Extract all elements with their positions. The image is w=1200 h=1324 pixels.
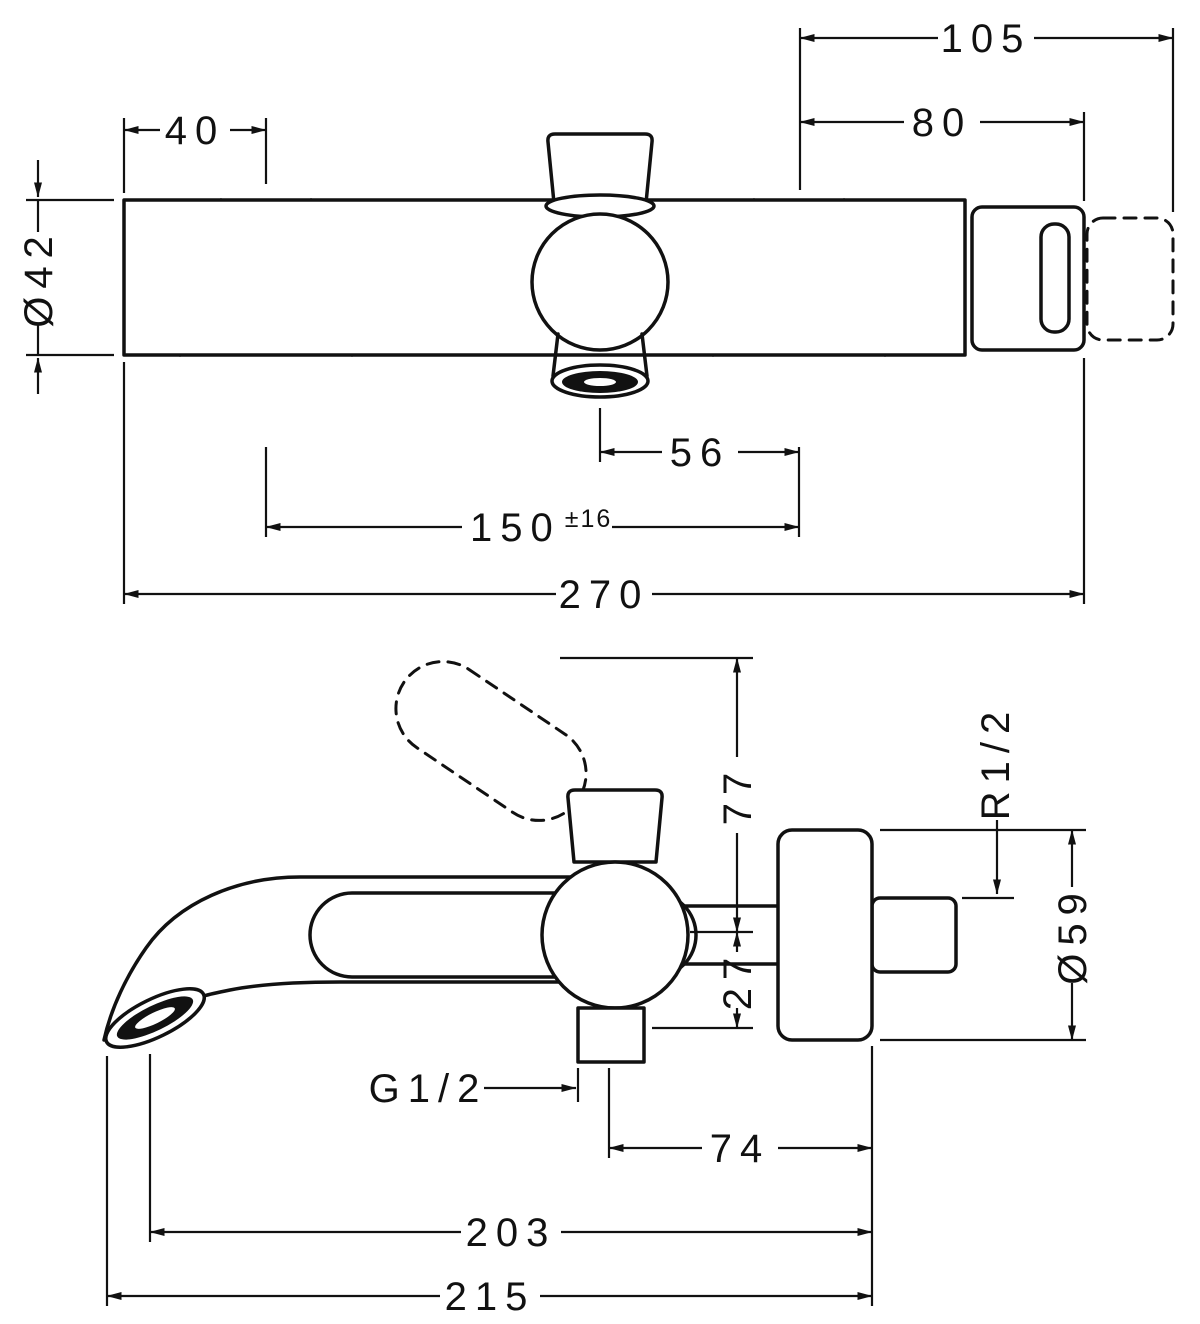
top-view-drawing [122,132,1175,399]
lever-handle [566,788,664,864]
spout-outlet [550,363,650,399]
dim-40-label: 40 [165,109,226,153]
dim-dia59: Ø59 [880,828,1095,1042]
top-view-dimensions: 105 80 40 Ø42 [17,17,1175,617]
dim-27: 27 [652,931,760,1030]
spout-cylinder [551,332,649,378]
dim-27-label: 27 [716,950,760,1011]
outlet-slot [135,1007,175,1029]
dim-g12-label: G1/2 [369,1067,488,1111]
spout-outer-curve [102,875,638,1042]
dim-150: 150±16 [264,447,800,550]
bottom-view-dimensions: 77 27 R1/2 Ø59 G1/2 [105,656,1095,1319]
dim-74: 74 [607,1046,874,1306]
dim-g12: G1/2 [369,1067,580,1111]
dim-270-label: 270 [559,573,650,617]
dim-56: 56 [598,408,801,537]
dim-40: 40 [122,109,268,193]
wall-pipe [682,904,780,966]
dim-77-label: 77 [716,765,760,826]
dim-r12-label: R1/2 [974,704,1018,821]
dim-r12: R1/2 [962,704,1018,900]
dim-270: 270 [122,358,1086,617]
dim-105: 105 [798,17,1175,212]
spout-outlet-side [104,987,206,1049]
dim-dia42-label: Ø42 [17,228,61,328]
bottom-port [576,1006,646,1064]
dim-150-label: 150±16 [470,505,612,550]
spout-inner-curve [202,980,562,998]
dim-80: 80 [799,101,1086,201]
dim-77: 77 [560,656,760,934]
dim-56-label: 56 [670,431,731,475]
dim-105-label: 105 [941,17,1032,61]
cartridge-circle [530,212,670,352]
outlet-slot [584,378,616,386]
handle-slot [1039,222,1071,334]
wall-escutcheon [776,828,874,1042]
dim-215-label: 215 [445,1275,536,1319]
dim-203: 203 [148,1054,873,1255]
dim-dia59-label: Ø59 [1051,885,1095,985]
dim-203-label: 203 [466,1211,557,1255]
bottom-view-drawing [102,660,958,1064]
dim-74-label: 74 [710,1127,771,1171]
handle-dashed-position [1085,216,1175,342]
cartridge-circle-side [540,860,690,1010]
dim-80-label: 80 [912,101,973,145]
dim-dia42: Ø42 [17,160,114,394]
wall-nipple [870,896,958,974]
dim-215: 215 [105,1056,873,1319]
top-knob [546,132,654,205]
